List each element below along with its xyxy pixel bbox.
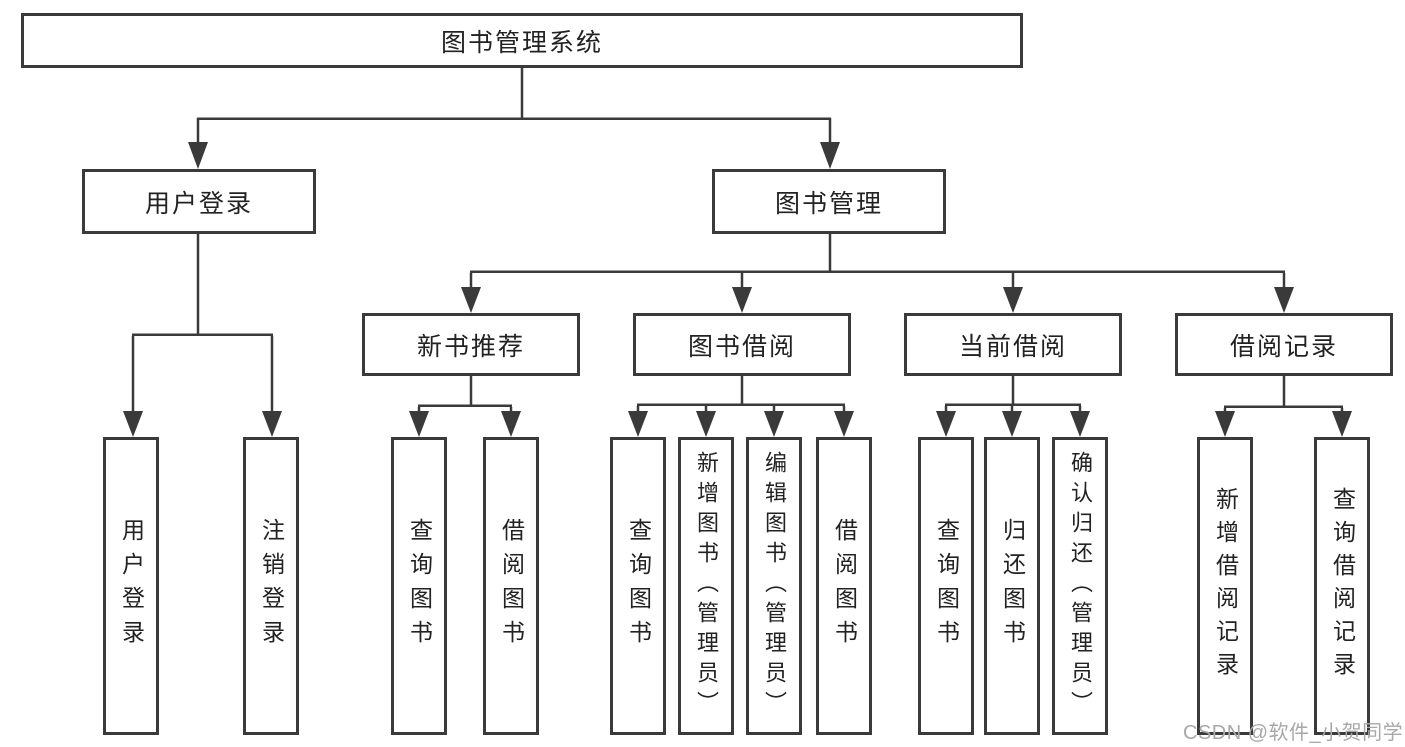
leaf-label: 新增图书（管理员） xyxy=(694,451,719,721)
node-root-label: 图书管理系统 xyxy=(440,28,603,57)
leaf-label: 查询借阅记录 xyxy=(1329,487,1356,685)
leaf-add-books-admin: 新增图书（管理员） xyxy=(678,437,734,735)
leaf-borrow-books: 借阅图书 xyxy=(816,437,872,735)
leaf-borrow-books-recommend: 借阅图书 xyxy=(483,437,539,735)
leaf-label: 查询图书 xyxy=(406,518,433,654)
leaf-query-books-recommend: 查询图书 xyxy=(391,437,447,735)
csdn-watermark: CSDN @软件_小贺同学 xyxy=(1183,722,1404,744)
leaf-label: 用户登录 xyxy=(118,518,145,654)
leaf-edit-books-admin: 编辑图书（管理员） xyxy=(746,437,802,735)
node-user-login-label: 用户登录 xyxy=(144,189,253,218)
connector-rails xyxy=(131,66,1344,413)
arrowhead-icons xyxy=(123,142,1352,437)
node-borrowing-records: 借阅记录 xyxy=(1175,313,1393,376)
leaf-label: 确认归还（管理员） xyxy=(1068,451,1093,721)
leaf-user-login: 用户登录 xyxy=(103,437,159,735)
node-new-book-recommend: 新书推荐 xyxy=(362,313,580,376)
leaf-label: 查询图书 xyxy=(625,518,652,654)
leaf-label: 注销登录 xyxy=(258,518,285,654)
node-book-borrowing-label: 图书借阅 xyxy=(687,332,796,361)
leaf-confirm-return-admin: 确认归还（管理员） xyxy=(1052,437,1108,735)
leaf-label: 编辑图书（管理员） xyxy=(762,451,787,721)
leaf-query-books-current: 查询图书 xyxy=(918,437,974,735)
leaf-label: 归还图书 xyxy=(999,518,1026,654)
leaf-label: 新增借阅记录 xyxy=(1212,487,1239,685)
leaf-query-books-borrowing: 查询图书 xyxy=(610,437,666,735)
node-current-borrowing-label: 当前借阅 xyxy=(958,332,1067,361)
node-root-system: 图书管理系统 xyxy=(21,13,1023,68)
leaf-label: 借阅图书 xyxy=(498,518,525,654)
node-borrowing-records-label: 借阅记录 xyxy=(1229,332,1338,361)
node-new-book-recommend-label: 新书推荐 xyxy=(416,332,525,361)
node-book-management: 图书管理 xyxy=(712,169,946,234)
leaf-return-books: 归还图书 xyxy=(984,437,1040,735)
leaf-query-borrow-record: 查询借阅记录 xyxy=(1314,437,1370,735)
node-book-management-label: 图书管理 xyxy=(774,189,883,218)
leaf-label: 查询图书 xyxy=(933,518,960,654)
node-current-borrowing: 当前借阅 xyxy=(904,313,1122,376)
node-user-login: 用户登录 xyxy=(82,169,316,234)
leaf-label: 借阅图书 xyxy=(831,518,858,654)
node-book-borrowing: 图书借阅 xyxy=(633,313,851,376)
leaf-add-borrow-record: 新增借阅记录 xyxy=(1197,437,1253,735)
leaf-logout: 注销登录 xyxy=(243,437,299,735)
